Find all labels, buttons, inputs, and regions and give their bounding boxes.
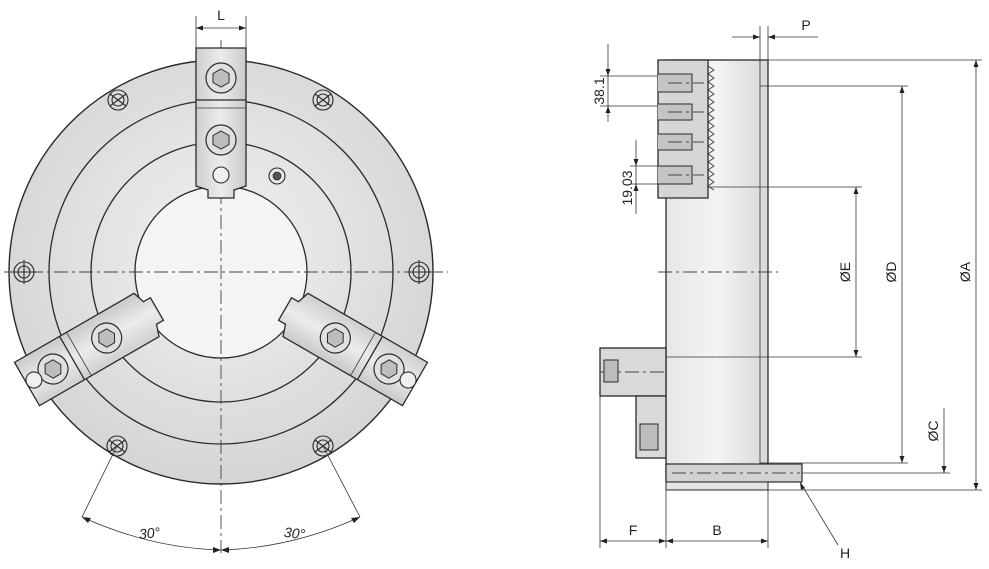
- label-38-1: 38.1: [591, 77, 607, 104]
- label-e: ØE: [837, 262, 853, 282]
- leader-h: [799, 481, 839, 546]
- front-view: L 30° 30°: [4, 7, 448, 553]
- dimension-e: [666, 186, 862, 358]
- jaw-left: [13, 292, 165, 407]
- dimension-38-1: [600, 44, 658, 122]
- label-angle-left: 30°: [138, 524, 161, 542]
- side-view: P 38.1 19.03 ØE: [591, 17, 982, 561]
- dimension-19-03: [630, 140, 658, 214]
- dimension-l: [195, 16, 247, 50]
- label-f: F: [629, 522, 638, 538]
- label-19-03: 19.03: [619, 170, 635, 205]
- side-back-plate: [599, 347, 803, 491]
- dimension-a: [768, 59, 982, 491]
- angle-dimensions: [81, 445, 361, 553]
- dimension-c: [802, 408, 950, 474]
- side-jaw-top: [657, 59, 715, 199]
- label-h: H: [840, 545, 850, 561]
- label-p: P: [801, 17, 810, 33]
- label-angle-right: 30°: [283, 524, 306, 542]
- dimension-d: [768, 85, 908, 464]
- label-b: B: [712, 522, 721, 538]
- dimension-p: [732, 26, 818, 62]
- label-d: ØD: [883, 262, 899, 283]
- label-c: ØC: [925, 421, 941, 442]
- label-l: L: [217, 7, 225, 23]
- jaw-top: [195, 47, 247, 199]
- grease-nipple-icon: [268, 167, 286, 185]
- label-a: ØA: [957, 261, 973, 282]
- dimension-f-b: [599, 396, 769, 548]
- jaw-right: [277, 292, 429, 407]
